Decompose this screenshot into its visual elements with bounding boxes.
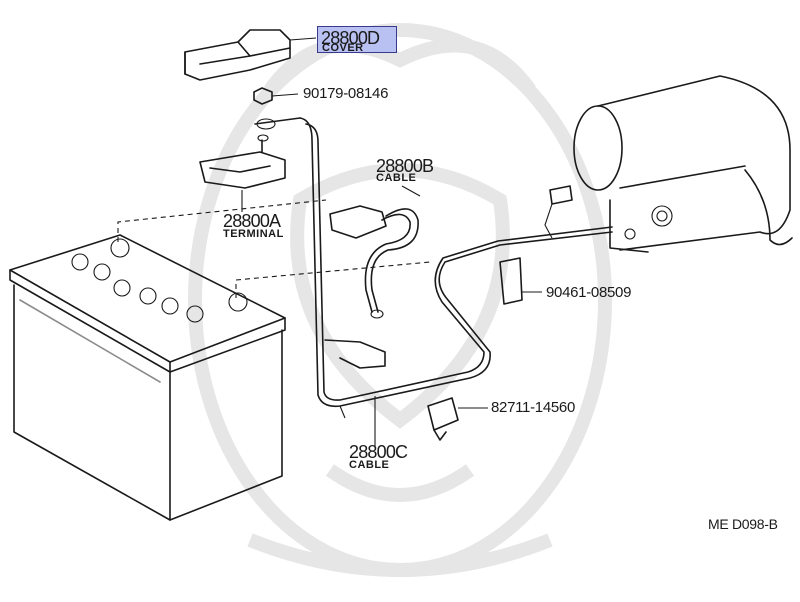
cable-c bbox=[299, 117, 613, 448]
cable-c-part-number[interactable]: 28800C bbox=[349, 442, 408, 462]
clip-part-number[interactable]: 90461-08509 bbox=[546, 284, 632, 301]
leader-lines bbox=[289, 37, 421, 197]
cover-part-name: COVER bbox=[322, 42, 364, 54]
clamp-part bbox=[427, 397, 488, 441]
battery bbox=[9, 234, 286, 521]
terminal-part-name: TERMINAL bbox=[223, 228, 284, 240]
clip-part bbox=[499, 257, 542, 305]
terminal-part-number[interactable]: 28800A bbox=[223, 211, 281, 231]
drawing-code: ME D098-B bbox=[708, 516, 778, 532]
starter-motor bbox=[544, 75, 793, 253]
watermark-crest bbox=[188, 23, 612, 577]
cable-b-part-name: CABLE bbox=[376, 172, 417, 184]
nut-part-number[interactable]: 90179-08146 bbox=[303, 85, 389, 102]
nut-part bbox=[253, 87, 299, 105]
cable-b bbox=[324, 205, 419, 369]
clamp-part-number[interactable]: 82711-14560 bbox=[491, 399, 576, 416]
cover-part-number[interactable]: 28800D bbox=[321, 28, 380, 48]
terminal-part bbox=[199, 117, 301, 212]
cable-c-part-name: CABLE bbox=[349, 459, 390, 471]
cable-b-part-number[interactable]: 28800B bbox=[376, 156, 434, 176]
cover-highlight-box[interactable] bbox=[317, 26, 397, 53]
terminal-leaders bbox=[117, 199, 431, 298]
cover-part bbox=[184, 29, 291, 81]
